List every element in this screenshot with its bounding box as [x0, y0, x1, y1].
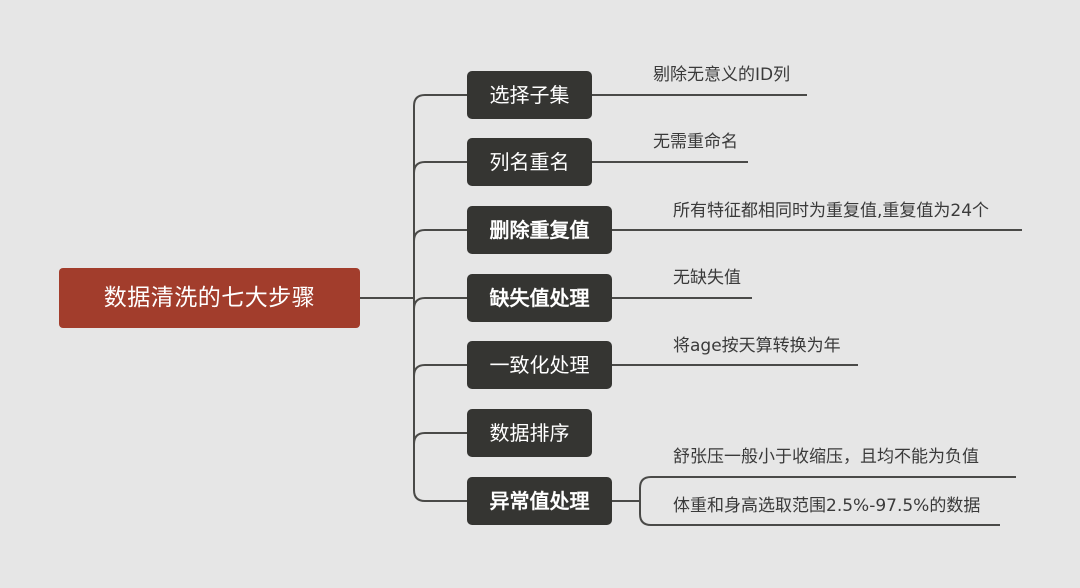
branch-line-5	[413, 364, 467, 377]
step-node-outliers[interactable]: 异常值处理	[467, 477, 612, 525]
step-node-select-subset[interactable]: 选择子集	[467, 71, 592, 119]
root-node[interactable]: 数据清洗的七大步骤	[59, 268, 360, 328]
note-missing-values: 无缺失值	[673, 268, 741, 288]
note-split-line	[612, 476, 1016, 526]
branch-line-2	[413, 161, 467, 174]
step-node-missing-values[interactable]: 缺失值处理	[467, 274, 612, 322]
trunk-line	[413, 94, 467, 502]
note-outliers-1: 舒张压一般小于收缩压，且均不能为负值	[673, 447, 979, 467]
step-node-sort-data[interactable]: 数据排序	[467, 409, 592, 457]
note-select-subset: 剔除无意义的ID列	[653, 65, 791, 85]
step-node-remove-duplicates[interactable]: 删除重复值	[467, 206, 612, 254]
step-node-rename-columns[interactable]: 列名重名	[467, 138, 592, 186]
note-consistency: 将age按天算转换为年	[673, 336, 841, 356]
branch-line-4	[413, 297, 467, 310]
note-outliers-2: 体重和身高选取范围2.5%-97.5%的数据	[673, 496, 981, 516]
step-node-consistency[interactable]: 一致化处理	[467, 341, 612, 389]
branch-line-3	[413, 229, 467, 242]
note-remove-duplicates: 所有特征都相同时为重复值,重复值为24个	[673, 201, 990, 221]
branch-line-6	[413, 432, 467, 445]
note-rename-columns: 无需重命名	[653, 132, 738, 152]
